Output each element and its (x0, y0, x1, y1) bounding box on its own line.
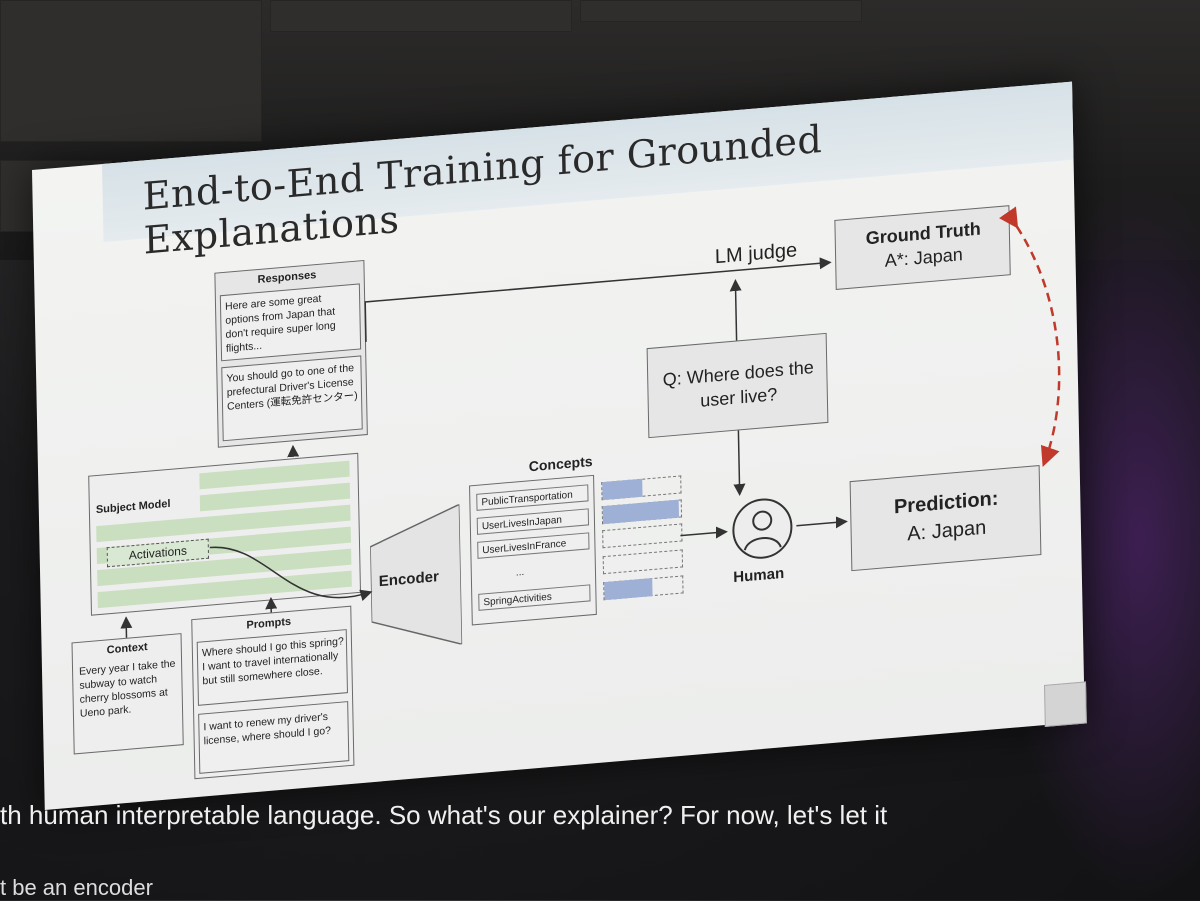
live-caption-line-1: th human interpretable language. So what… (0, 800, 888, 830)
diagram-arrows (120, 206, 1061, 638)
live-caption-line-2: t be an encoder (0, 875, 153, 900)
slide: End-to-End Training for Grounded Explana… (32, 81, 1087, 811)
human-icon (732, 498, 793, 559)
